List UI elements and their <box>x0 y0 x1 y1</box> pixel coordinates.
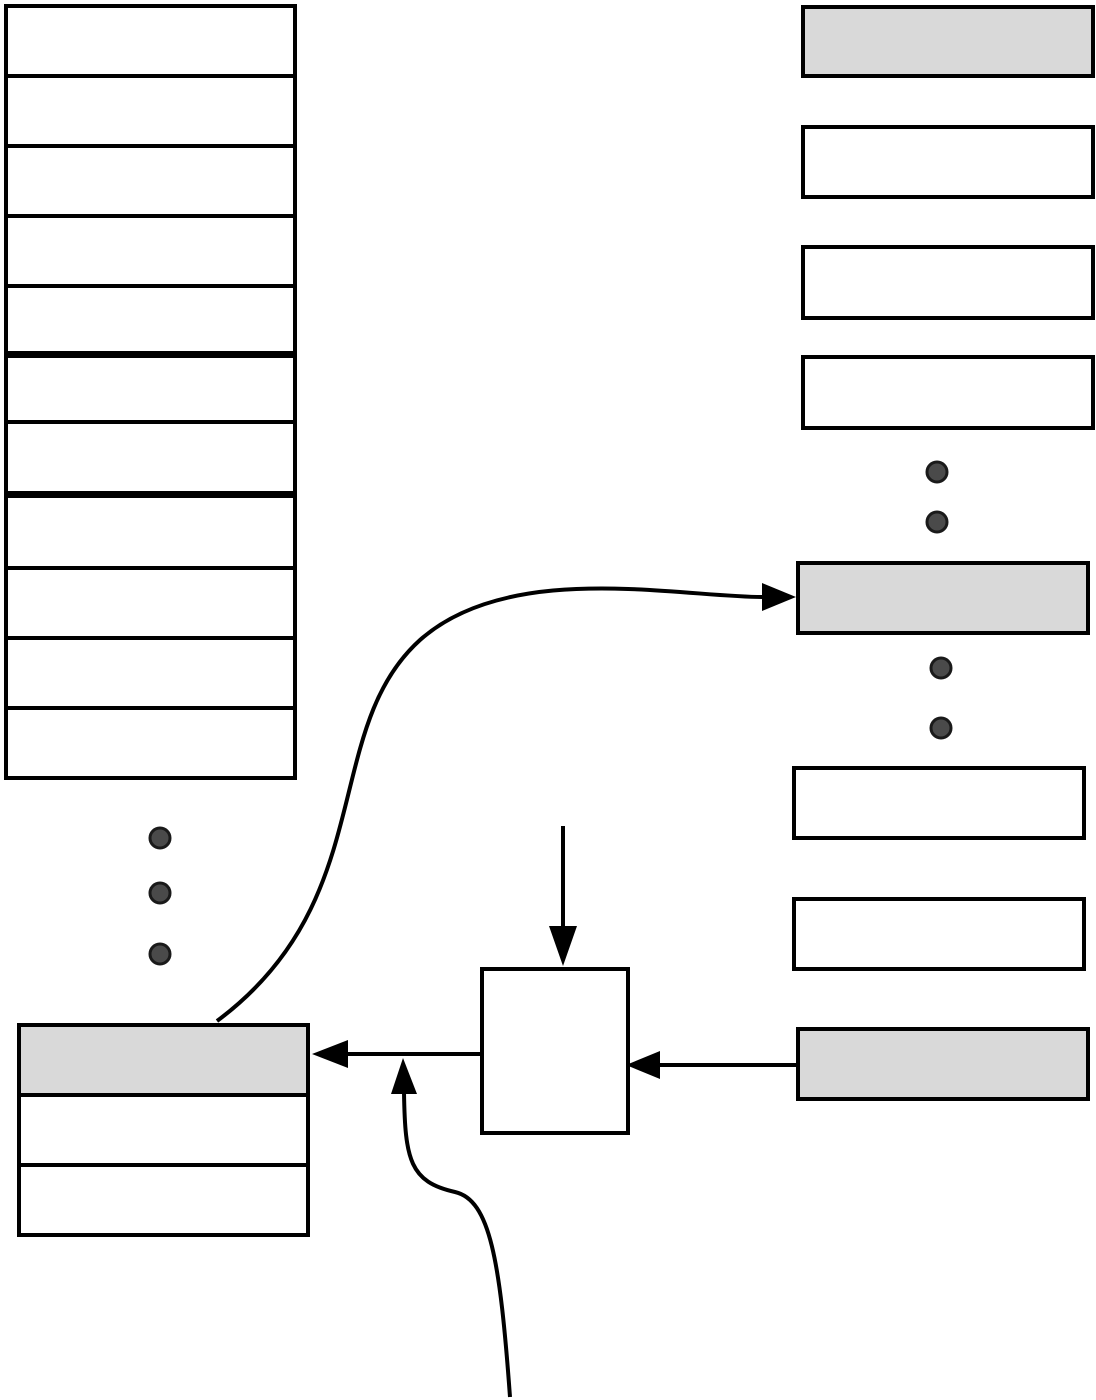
center-node <box>480 967 630 1135</box>
left-table <box>4 4 297 780</box>
arrowhead <box>626 1051 660 1079</box>
ellipsis-dot <box>148 942 172 966</box>
right-box-highlighted <box>801 5 1095 78</box>
left-table-cell <box>4 494 297 570</box>
ellipsis-dot <box>929 716 953 740</box>
ellipsis-dot <box>925 510 949 534</box>
left-table-cell <box>4 144 297 218</box>
right-bottom-box-highlighted <box>796 1027 1090 1101</box>
left-table-cell <box>4 354 297 424</box>
arrowhead <box>312 1040 348 1068</box>
right-middle-box-highlighted <box>796 561 1090 635</box>
bottom-table-row <box>17 1093 310 1167</box>
left-table-cell <box>4 214 297 288</box>
bottom-table <box>17 1023 310 1237</box>
right-list <box>792 5 1095 1101</box>
left-table-cell <box>4 284 297 355</box>
connections <box>215 583 798 1398</box>
right-box <box>801 125 1095 199</box>
arrowhead <box>391 1058 417 1094</box>
arrowhead <box>762 583 796 611</box>
right-box <box>792 897 1086 971</box>
right-box <box>801 355 1095 430</box>
left-table-cell <box>4 636 297 710</box>
left-table-cell <box>4 4 297 78</box>
left-table-cell <box>4 566 297 640</box>
left-table-cell <box>4 420 297 495</box>
arrowhead <box>549 926 577 966</box>
ellipsis-dot <box>148 881 172 905</box>
right-box <box>801 245 1095 320</box>
left-table-cell <box>4 706 297 780</box>
ellipsis-dot <box>925 460 949 484</box>
right-box <box>792 766 1086 840</box>
curve-arrow-to-right-middle <box>215 586 763 1023</box>
bottom-table-row-highlighted <box>17 1023 310 1097</box>
ellipsis-dot <box>929 656 953 680</box>
curve-arrow-from-bottom <box>402 1091 512 1398</box>
ellipsis-dot <box>148 826 172 850</box>
left-table-cell <box>4 74 297 148</box>
left-ellipsis <box>148 826 172 966</box>
bottom-table-row <box>17 1163 310 1237</box>
